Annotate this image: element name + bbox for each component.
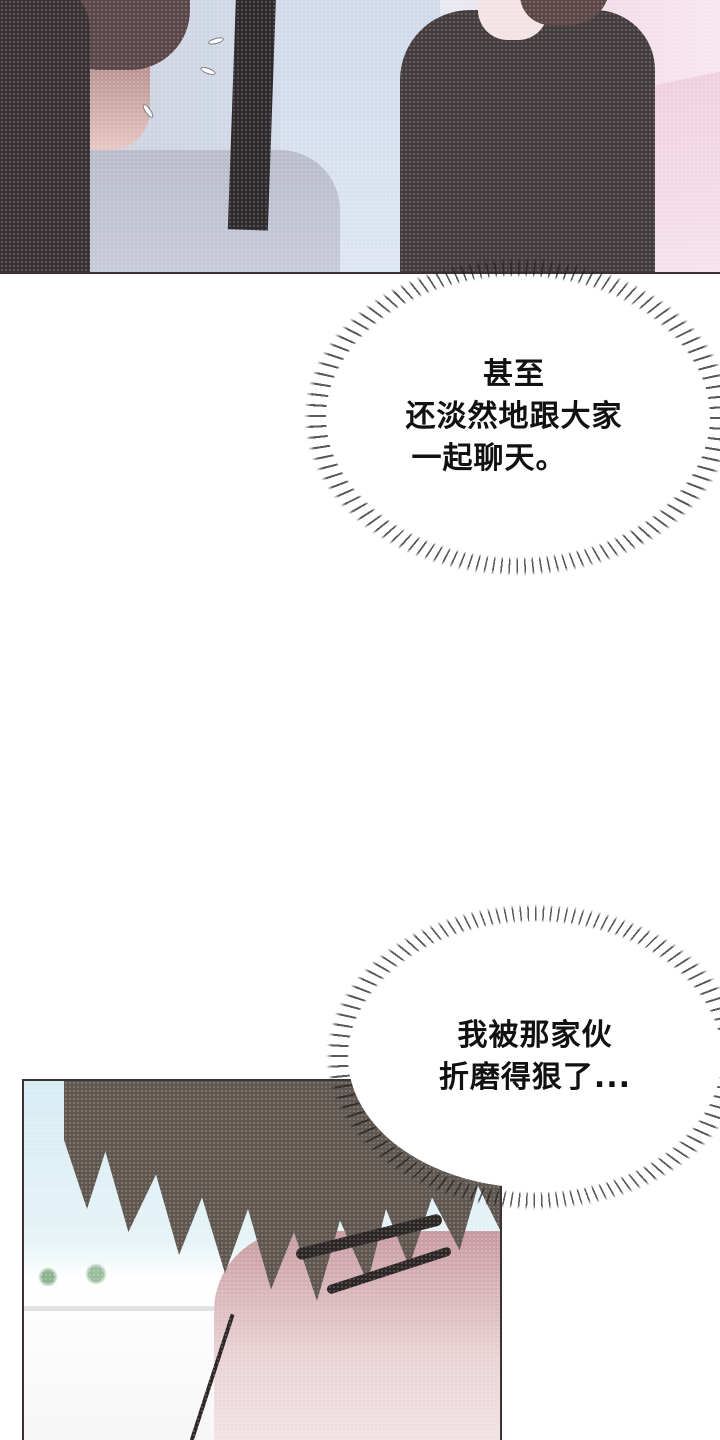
bubble-fill <box>348 926 720 1188</box>
sfx-mark <box>207 36 225 46</box>
background-ground <box>24 1306 224 1311</box>
comic-panel-1 <box>0 0 720 274</box>
character-left-hair <box>0 0 90 272</box>
bubble-fill <box>326 280 710 554</box>
character-left-shirt <box>40 150 340 272</box>
sfx-mark <box>199 65 217 77</box>
bubble-line: 折磨得狠了... <box>438 1060 632 1095</box>
thought-bubble-1: 甚至 还淡然地跟大家 一起聊天。 <box>304 258 720 576</box>
bag-strap <box>227 0 277 231</box>
character-face <box>214 1231 500 1440</box>
bubble-line: 甚至 <box>483 357 545 392</box>
bubble-2-text: 我被那家伙 折磨得狠了... <box>439 1015 631 1099</box>
character-right-dark-coat <box>400 10 655 272</box>
bubble-1-text: 甚至 还淡然地跟大家 一起聊天。 <box>406 354 623 480</box>
bubble-line: 我被那家伙 <box>457 1018 613 1053</box>
background-trees <box>24 1256 144 1286</box>
bubble-line: 还淡然地跟大家 <box>405 399 623 434</box>
thought-bubble-2: 我被那家伙 折磨得狠了... <box>326 904 720 1210</box>
bubble-line: 一起聊天。 <box>411 441 567 476</box>
